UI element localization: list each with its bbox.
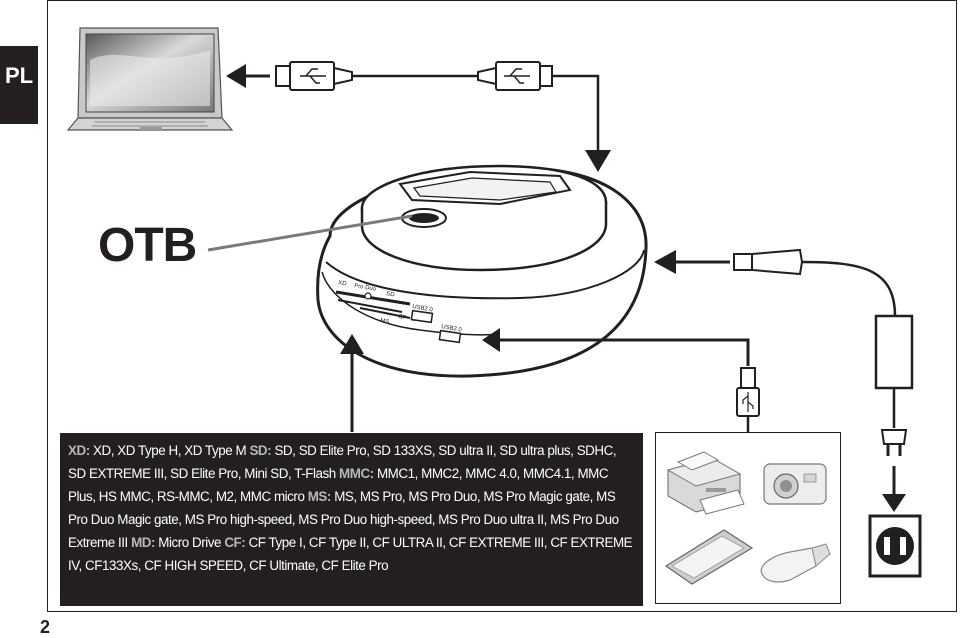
slot-label-sd: SD [386, 291, 396, 298]
arrow-to-dock-top [585, 150, 611, 172]
spec-label-cf: CF: [224, 535, 246, 550]
supported-cards-box: XD: XD, XD Type H, XD Type M SD: SD, SD … [60, 433, 643, 606]
spec-text-cf: CF Type I, CF Type II, CF ULTRA II, CF E… [68, 535, 633, 573]
usb-port-1-label: USB2.0 [412, 304, 434, 314]
slot-label-xd: XD [338, 280, 348, 287]
spec-text-sd: SD, SD Elite Pro, SD 133XS, SD ultra II,… [68, 443, 617, 481]
otb-pointer-line [207, 214, 413, 252]
spec-label-sd: SD: [249, 443, 272, 458]
spec-text-md: Micro Drive [158, 535, 222, 550]
slot-label-ms: MS [380, 318, 390, 325]
usb-flash-drive-icon-front [760, 543, 831, 583]
slot-label-cf: CF [398, 314, 407, 321]
usb-plug-icon [736, 367, 760, 432]
spec-text-xd: XD, XD Type H, XD Type M [93, 443, 247, 458]
spec-label-xd: XD: [68, 443, 90, 458]
power-socket-icon [868, 514, 922, 578]
power-adapter-icon [654, 248, 914, 512]
printer-icon-front [666, 451, 745, 515]
spec-text-ms: MS, MS Pro, MS Pro Duo, MS Pro Magic gat… [68, 489, 619, 550]
language-tab: PL [0, 46, 38, 124]
external-drive-icon-front [664, 529, 754, 585]
arrow-to-laptop [226, 64, 270, 88]
spec-label-md: MD: [131, 535, 156, 550]
spec-text-mmc: MMC1, MMC2, MMC 4.0, MMC4.1, MMC Plus, H… [68, 466, 609, 504]
spec-label-ms: MS: [307, 489, 332, 504]
usb-symbol-icon [300, 68, 530, 84]
laptop-icon [66, 27, 234, 131]
card-reader-dock-icon [316, 164, 648, 378]
page-number: 2 [40, 617, 51, 637]
usb-device-connection [482, 328, 760, 432]
spec-label-mmc: MMC: [339, 466, 374, 481]
camera-icon-front [763, 463, 827, 505]
otb-button-label: OTB [98, 219, 197, 272]
diagram-frame [47, 0, 957, 612]
arrow-to-card-slots [340, 334, 364, 432]
usb-port-2-label: USB2.0 [441, 324, 463, 334]
slot-label-pro-duo: Pro Duo [354, 283, 377, 293]
